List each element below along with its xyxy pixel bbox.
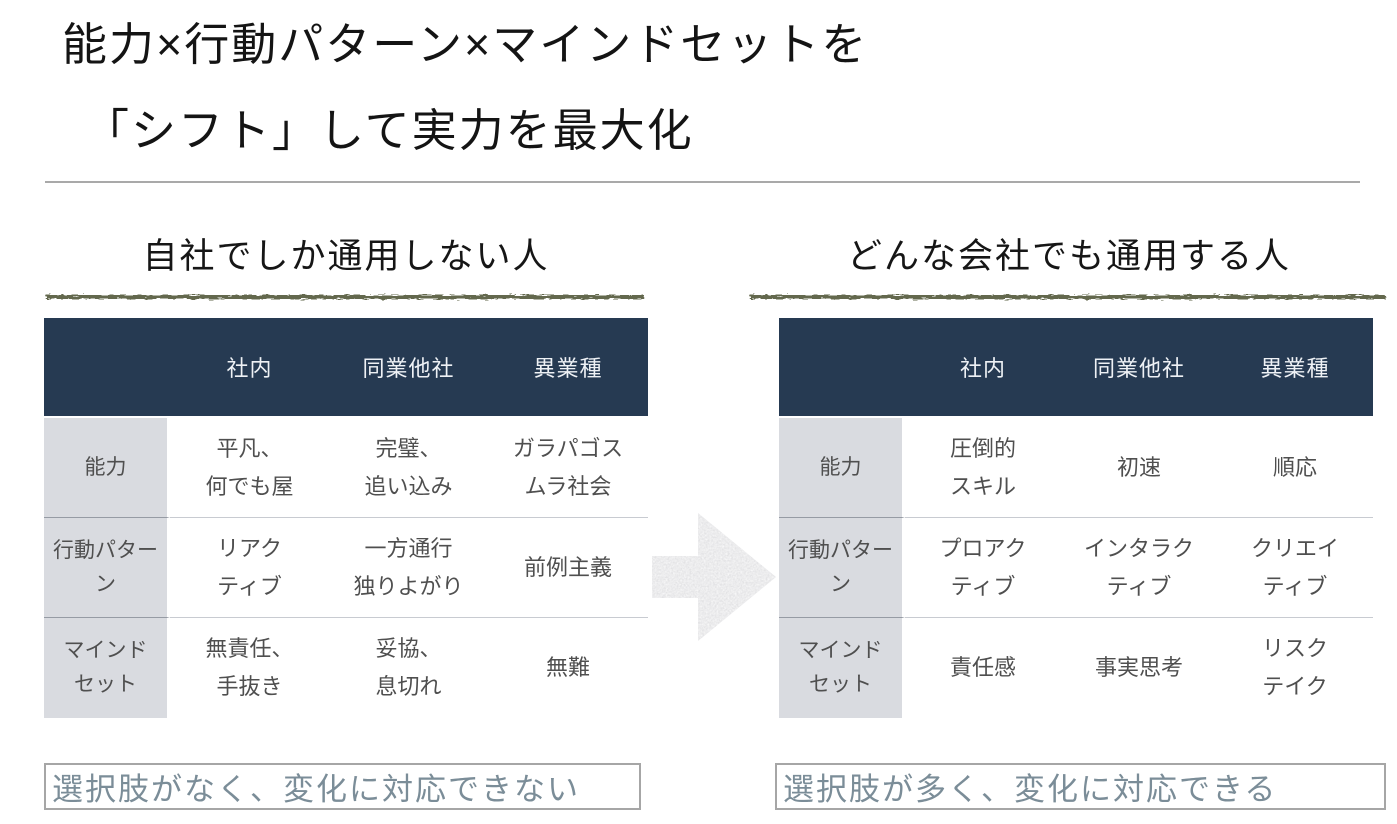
comparison-table-right: 社内 同業他社 異業種 能力 圧倒的 スキル 初速 順応 行動パター ン プロア… xyxy=(779,318,1373,718)
row-label: 行動パター ン xyxy=(44,518,170,618)
row-label: 能力 xyxy=(44,418,170,518)
table-cell: 平凡、 何でも屋 xyxy=(170,418,329,518)
table-cell: ガラパゴス ムラ社会 xyxy=(488,418,648,518)
column-header: 同業他社 xyxy=(1061,318,1217,418)
table-cell: 無難 xyxy=(488,618,648,718)
table-cell: 一方通行 独りよがり xyxy=(329,518,488,618)
column-header: 社内 xyxy=(170,318,329,418)
table-cell: 前例主義 xyxy=(488,518,648,618)
row-label: マインド セット xyxy=(44,618,170,718)
row-label: マインド セット xyxy=(779,618,905,718)
column-header: 異業種 xyxy=(1217,318,1373,418)
table-cell: 完璧、 追い込み xyxy=(329,418,488,518)
table-cell: 妥協、 息切れ xyxy=(329,618,488,718)
column-header: 同業他社 xyxy=(329,318,488,418)
table-cell: インタラク ティブ xyxy=(1061,518,1217,618)
table-cell: 事実思考 xyxy=(1061,618,1217,718)
table-cell: クリエイ ティブ xyxy=(1217,518,1373,618)
callout-box-right: 選択肢が多く、変化に対応できる xyxy=(775,763,1386,810)
row-label: 行動パター ン xyxy=(779,518,905,618)
callout-text: 選択肢が多く、変化に対応できる xyxy=(783,772,1278,807)
scribble-underline-icon xyxy=(750,295,1386,299)
callout-text: 選択肢がなく、変化に対応できない xyxy=(52,772,580,807)
table-cell: 圧倒的 スキル xyxy=(905,418,1061,518)
table-cell: 順応 xyxy=(1217,418,1373,518)
slide-title-line2: 「シフト」して実力を最大化 xyxy=(84,105,694,156)
table-cell: 無責任、 手抜き xyxy=(170,618,329,718)
comparison-table-left: 社内 同業他社 異業種 能力 平凡、 何でも屋 完璧、 追い込み ガラパゴス ム… xyxy=(44,318,648,718)
column-header: 社内 xyxy=(905,318,1061,418)
table-cell: プロアク ティブ xyxy=(905,518,1061,618)
callout-box-left: 選択肢がなく、変化に対応できない xyxy=(44,763,641,810)
table-cell: 責任感 xyxy=(905,618,1061,718)
row-label: 能力 xyxy=(779,418,905,518)
table-cell: 初速 xyxy=(1061,418,1217,518)
table-corner-cell xyxy=(44,318,170,418)
table-cell: リスク テイク xyxy=(1217,618,1373,718)
column-header: 異業種 xyxy=(488,318,648,418)
table-cell: リアク ティブ xyxy=(170,518,329,618)
transform-arrow-icon xyxy=(652,513,776,641)
scribble-underline-icon xyxy=(46,295,644,299)
title-divider xyxy=(45,181,1360,183)
panel-heading-right: どんな会社でも通用する人 xyxy=(846,237,1291,276)
table-corner-cell xyxy=(779,318,905,418)
slide-title-line1: 能力×行動パターン×マインドセットを xyxy=(62,19,869,70)
panel-heading-left: 自社でしか通用しない人 xyxy=(142,237,550,276)
